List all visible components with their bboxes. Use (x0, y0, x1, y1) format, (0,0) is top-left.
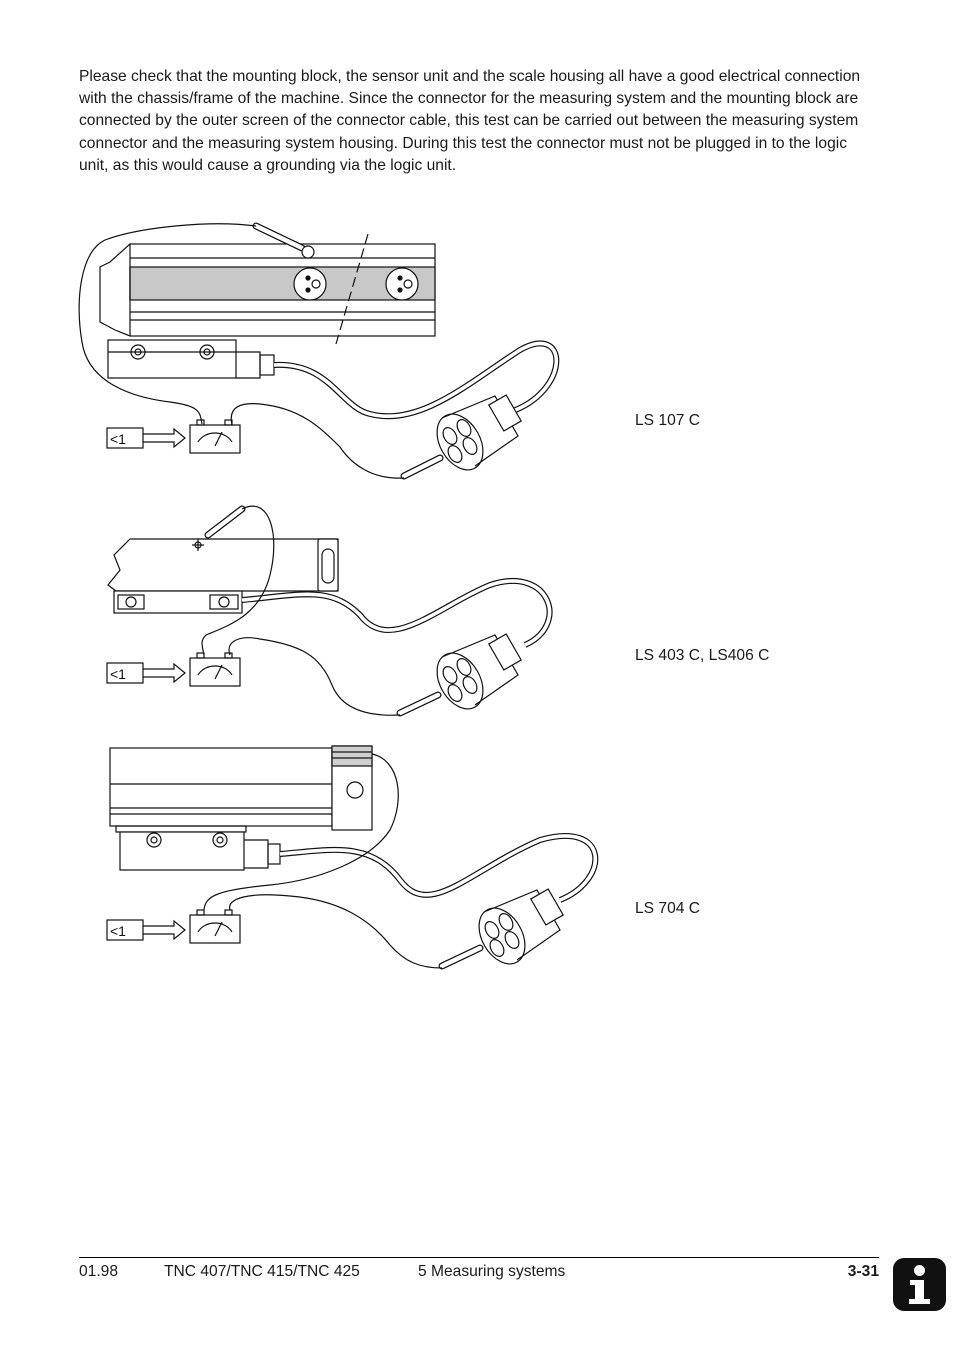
model-label-ls403c: LS 403 C, LS406 C (635, 647, 770, 664)
resistance-label-1: <1 (110, 431, 126, 447)
footer-page-number: 3-31 (847, 1263, 879, 1280)
resistance-label-3: <1 (110, 923, 126, 939)
model-label-ls704c: LS 704 C (635, 900, 701, 917)
footer-rule (79, 1257, 879, 1258)
footer-date: 01.98 (79, 1263, 119, 1280)
resistance-label-2: <1 (110, 666, 126, 682)
footer-chapter: 5 Measuring systems (418, 1263, 566, 1280)
ls403c-diagram: <1 (106, 505, 553, 717)
figure-ls704c: <1 (70, 740, 630, 975)
figure-ls403c: <1 (70, 495, 630, 725)
footer-product: TNC 407/TNC 415/TNC 425 (164, 1263, 360, 1280)
model-label-ls107c: LS 107 C (635, 412, 701, 429)
info-icon[interactable] (893, 1258, 946, 1311)
ls107c-diagram: <1 (78, 222, 560, 480)
figure-ls107c: <1 (70, 222, 630, 487)
ls704c-diagram: <1 (106, 745, 599, 970)
intro-paragraph: Please check that the mounting block, th… (79, 68, 861, 174)
